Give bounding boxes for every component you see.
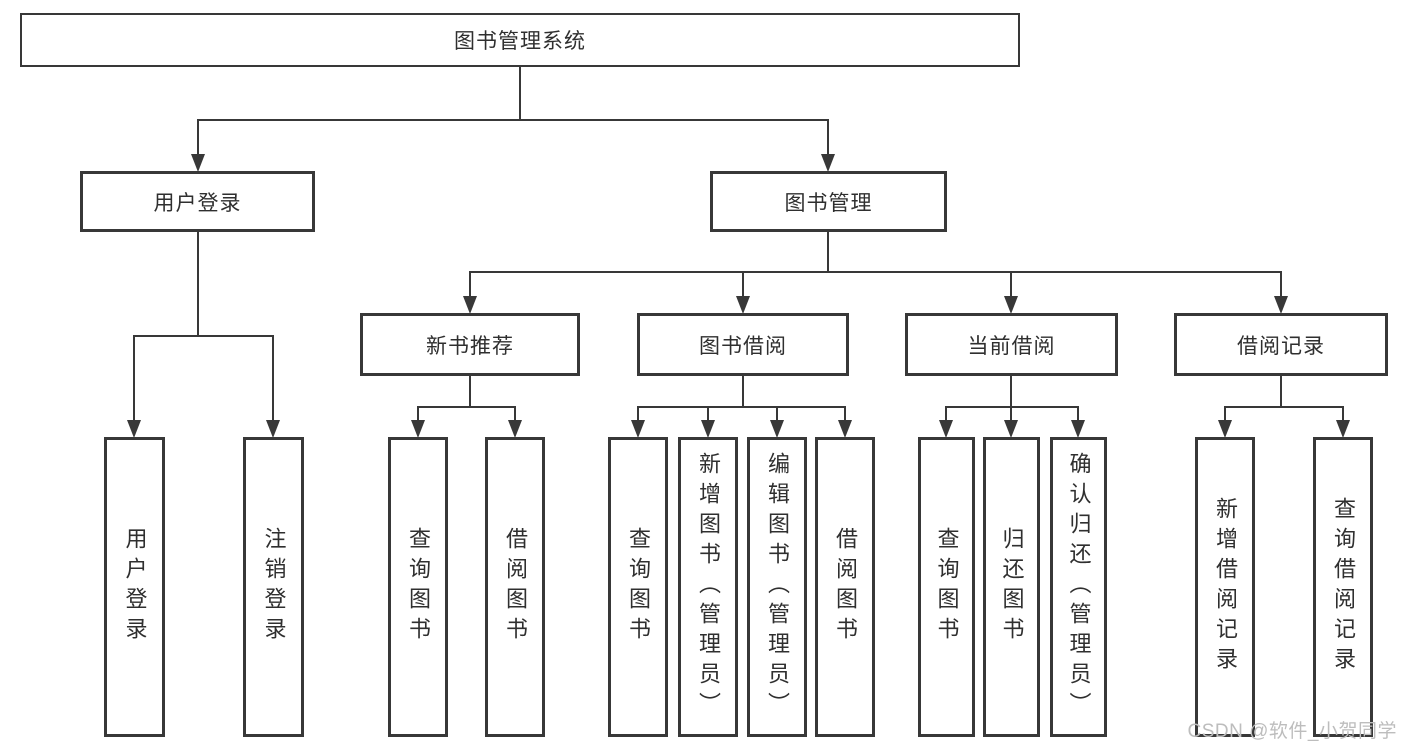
arrow-down-icon: [463, 296, 477, 314]
node-user-login: 用户登录: [80, 171, 315, 232]
connector-line: [417, 406, 516, 408]
arrow-down-icon: [1004, 296, 1018, 314]
leaf-borrow-books-recommend-label: 借阅图书: [503, 527, 528, 647]
connector-line: [133, 335, 135, 422]
arrow-down-icon: [411, 420, 425, 438]
leaf-return-books-label: 归还图书: [999, 527, 1025, 647]
connector-line: [637, 406, 846, 408]
node-book-management-label: 图书管理: [784, 191, 873, 215]
connector-line: [827, 119, 829, 156]
connector-line: [1224, 406, 1344, 408]
node-book-borrowing-label: 图书借阅: [699, 334, 787, 358]
arrow-down-icon: [939, 420, 953, 438]
arrow-down-icon: [191, 154, 205, 172]
leaf-add-books-admin-label: 新增图书（管理员）: [696, 452, 721, 722]
arrow-down-icon: [701, 420, 715, 438]
leaf-query-books-borrowing-label: 查询图书: [626, 527, 651, 647]
arrow-down-icon: [770, 420, 784, 438]
node-current-borrowing: 当前借阅: [905, 313, 1118, 376]
leaf-borrow-books-borrowing: 借阅图书: [815, 437, 875, 737]
leaf-query-books-recommend-label: 查询图书: [406, 527, 431, 647]
leaf-add-borrow-record-label: 新增借阅记录: [1213, 497, 1238, 677]
connector-line: [637, 406, 639, 422]
connector-line: [1280, 374, 1282, 408]
connector-line: [844, 406, 846, 422]
leaf-user-login: 用户登录: [104, 437, 165, 737]
leaf-return-books: 归还图书: [983, 437, 1040, 737]
leaf-add-books-admin: 新增图书（管理员）: [678, 437, 738, 737]
arrow-down-icon: [838, 420, 852, 438]
connector-line: [1224, 406, 1226, 422]
leaf-add-borrow-record: 新增借阅记录: [1195, 437, 1255, 737]
connector-line: [197, 119, 829, 121]
connector-line: [776, 406, 778, 422]
node-book-management: 图书管理: [710, 171, 947, 232]
connector-line: [1010, 406, 1012, 422]
connector-line: [133, 335, 274, 337]
connector-line: [945, 406, 1079, 408]
arrow-down-icon: [736, 296, 750, 314]
watermark: CSDN @软件_小贺同学: [1187, 721, 1397, 742]
connector-line: [519, 65, 521, 121]
node-current-borrowing-label: 当前借阅: [967, 334, 1056, 358]
leaf-borrow-books-borrowing-label: 借阅图书: [833, 527, 858, 647]
connector-line: [514, 406, 516, 422]
connector-line: [1342, 406, 1344, 422]
connector-line: [1010, 374, 1012, 408]
leaf-logout-label: 注销登录: [261, 527, 287, 647]
connector-line: [469, 374, 471, 408]
connector-line: [742, 374, 744, 408]
arrow-down-icon: [1274, 296, 1288, 314]
leaf-edit-books-admin: 编辑图书（管理员）: [747, 437, 807, 737]
node-new-book-recommendation: 新书推荐: [360, 313, 580, 376]
leaf-query-books-current: 查询图书: [918, 437, 975, 737]
connector-line: [272, 335, 274, 422]
leaf-logout: 注销登录: [243, 437, 304, 737]
leaf-borrow-books-recommend: 借阅图书: [485, 437, 545, 737]
arrow-down-icon: [266, 420, 280, 438]
connector-line: [197, 119, 199, 156]
arrow-down-icon: [1218, 420, 1232, 438]
node-borrowing-records-label: 借阅记录: [1237, 334, 1325, 358]
node-borrowing-records: 借阅记录: [1174, 313, 1388, 376]
arrow-down-icon: [127, 420, 141, 438]
node-root-label: 图书管理系统: [454, 30, 586, 53]
node-new-book-recommendation-label: 新书推荐: [426, 334, 514, 358]
leaf-edit-books-admin-label: 编辑图书（管理员）: [765, 452, 790, 722]
arrow-down-icon: [821, 154, 835, 172]
arrow-down-icon: [1336, 420, 1350, 438]
node-user-login-label: 用户登录: [153, 191, 242, 215]
arrow-down-icon: [631, 420, 645, 438]
leaf-query-books-current-label: 查询图书: [934, 527, 960, 647]
connector-line: [707, 406, 709, 422]
connector-line: [1280, 271, 1282, 298]
connector-line: [197, 230, 199, 337]
connector-line: [417, 406, 419, 422]
arrow-down-icon: [1004, 420, 1018, 438]
leaf-confirm-return-admin: 确认归还（管理员）: [1050, 437, 1107, 737]
arrow-down-icon: [508, 420, 522, 438]
connector-line: [469, 271, 471, 298]
leaf-query-borrow-record: 查询借阅记录: [1313, 437, 1373, 737]
connector-line: [1010, 271, 1012, 298]
connector-line: [469, 271, 1282, 273]
arrow-down-icon: [1071, 420, 1085, 438]
connector-line: [945, 406, 947, 422]
connector-line: [1077, 406, 1079, 422]
node-root: 图书管理系统: [20, 13, 1020, 67]
leaf-query-books-borrowing: 查询图书: [608, 437, 668, 737]
connector-line: [742, 271, 744, 298]
leaf-query-books-recommend: 查询图书: [388, 437, 448, 737]
leaf-confirm-return-admin-label: 确认归还（管理员）: [1066, 452, 1092, 722]
leaf-query-borrow-record-label: 查询借阅记录: [1331, 497, 1356, 677]
leaf-user-login-label: 用户登录: [122, 527, 148, 647]
connector-line: [827, 230, 829, 273]
node-book-borrowing: 图书借阅: [637, 313, 849, 376]
